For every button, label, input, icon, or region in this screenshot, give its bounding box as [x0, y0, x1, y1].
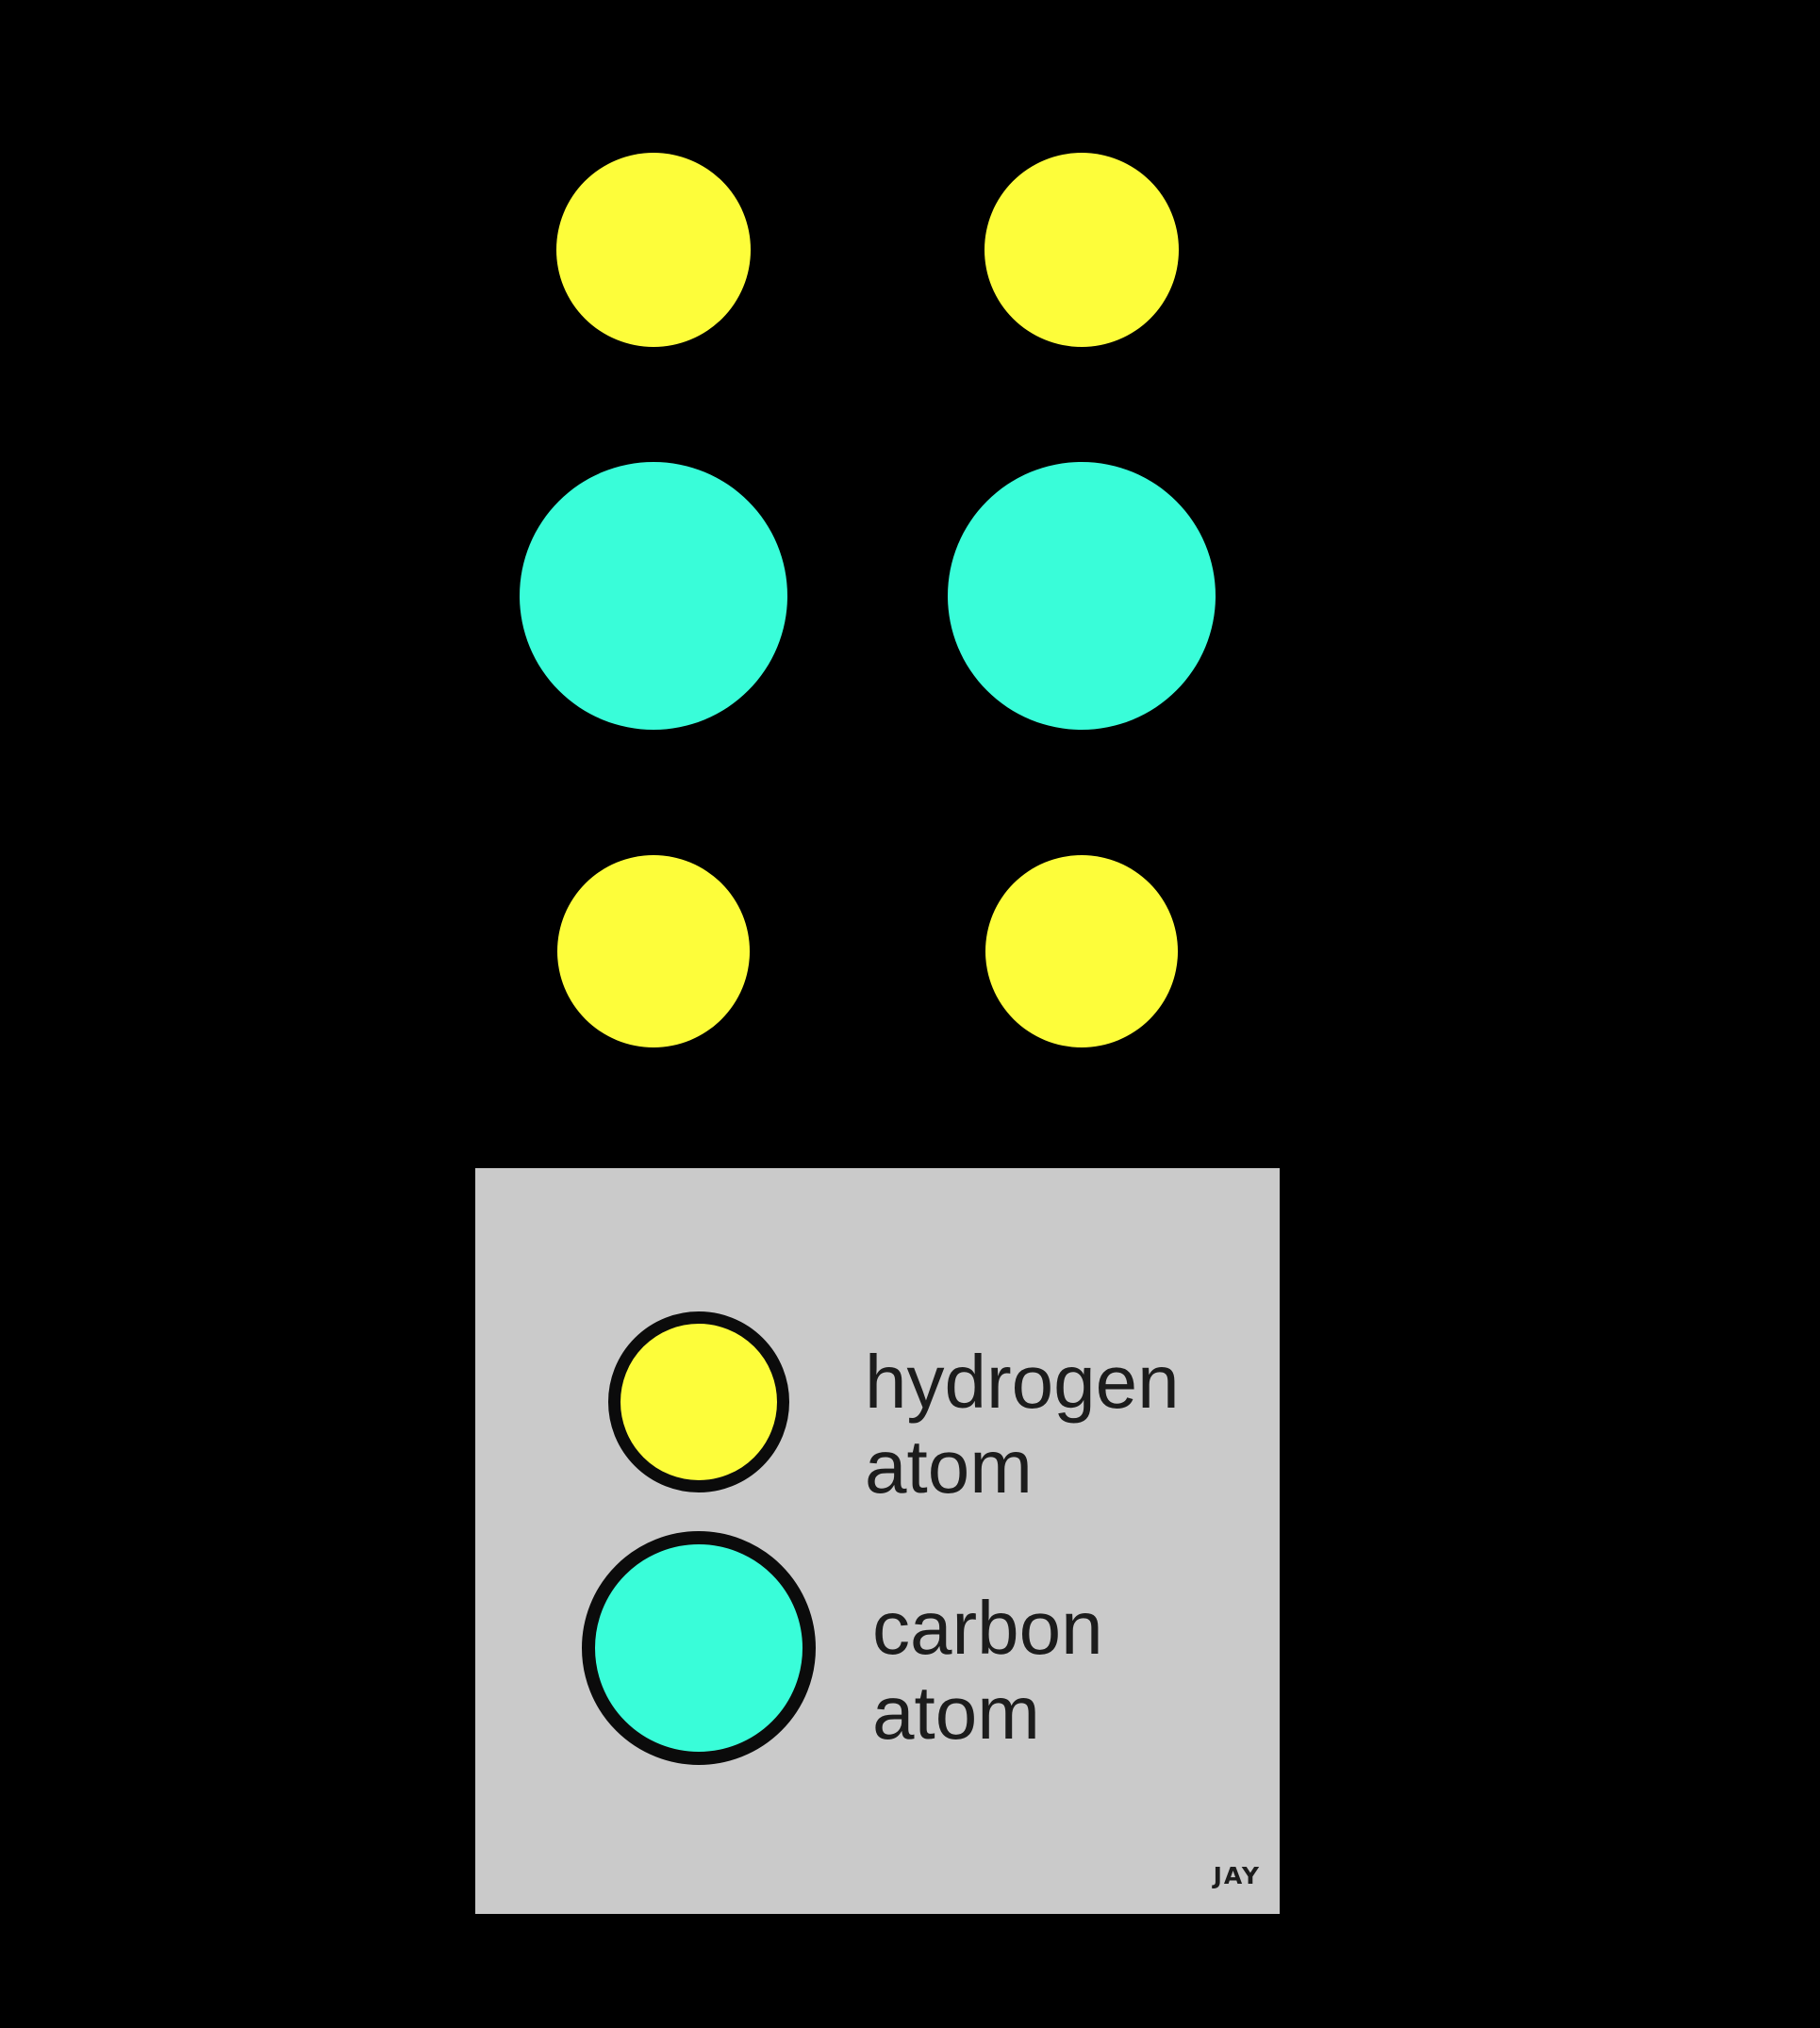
carbon-atom-circle [948, 462, 1216, 730]
carbon-legend-label: carbon atom [872, 1586, 1103, 1755]
carbon-atom-circle [520, 462, 787, 730]
legend-box: JAY hydrogen atom carbon atom [475, 1168, 1280, 1914]
artist-signature: JAY [1213, 1862, 1261, 1889]
carbon-legend-swatch [582, 1531, 816, 1765]
hydrogen-atom-circle [557, 855, 750, 1047]
hydrogen-legend-swatch [608, 1311, 789, 1492]
hydrogen-atom-circle [984, 153, 1179, 347]
hydrogen-atom-circle [556, 153, 751, 347]
hydrogen-atom-circle [985, 855, 1178, 1047]
hydrogen-legend-label: hydrogen atom [865, 1340, 1180, 1509]
